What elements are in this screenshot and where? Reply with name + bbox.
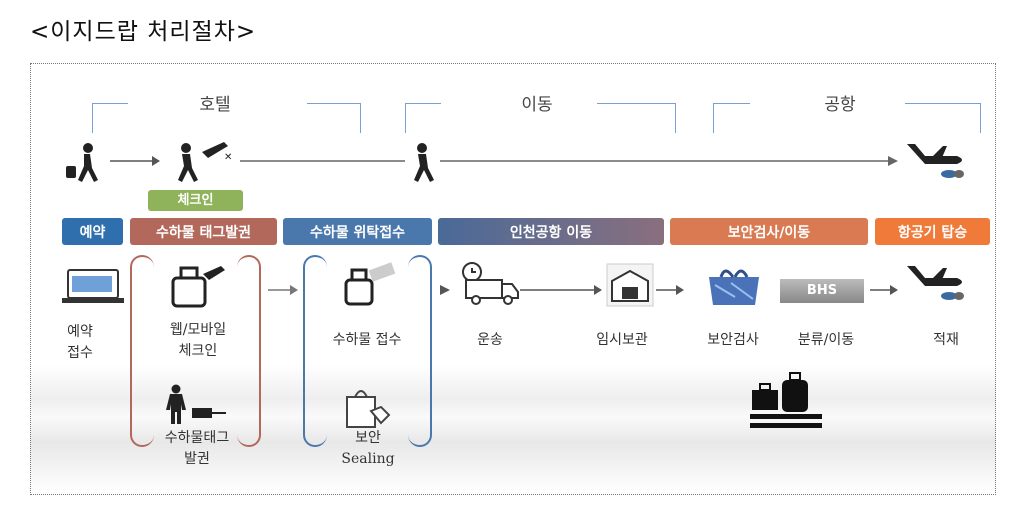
airplane-icon [907,144,964,178]
label-line: 발권 [184,451,210,467]
bracket-line [92,103,93,133]
label-line: 수하물태그 [164,430,230,446]
sealed-bag-icon [346,390,391,428]
label-loading: 적재 [933,332,959,348]
step-transfer-icn: 인천공항 이동 [438,218,664,245]
airplane-icon [907,266,964,300]
bracket-line [405,103,441,104]
security-scan-bag-icon [709,269,759,305]
step-tag-issue: 수하물 태그발권 [130,218,277,245]
step-reserve: 예약 [62,218,123,245]
storage-warehouse-icon [606,263,654,307]
arrow-icon [520,285,602,295]
bracket-line [713,103,714,133]
label-line: Sealing [341,451,395,467]
arrow-icon [440,285,450,295]
phase-hotel: 호텔 [199,95,231,115]
step-consign: 수하물 위탁접수 [283,218,432,245]
bracket-right [237,255,261,447]
delivery-truck-icon [462,262,519,305]
baggage-conveyor-icon [750,372,822,428]
luggage-plane-icon [171,266,225,308]
label-line: 체크인 [178,343,218,359]
label-sorting: 분류/이동 [797,332,855,348]
arrow-icon [870,285,898,295]
page-title: <이지드랍 처리절차> [30,19,257,45]
bracket-line [713,103,750,104]
label-screening: 보안검사 [707,332,759,348]
phase-airport: 공항 [824,95,856,115]
bracket-line [405,103,406,133]
label-sealing: 보안 Sealing [341,428,394,470]
person-tag-icon [166,384,226,424]
luggage-ticket-icon [344,262,396,306]
bracket-left [130,255,154,447]
flow-arrow [440,156,898,166]
label-receive: 수하물 접수 [332,332,402,348]
laptop-icon [62,269,124,303]
label-line: 보안 [355,430,381,446]
bracket-line [905,103,981,104]
label-line: 웹/모바일 [169,322,227,338]
arrow-icon [656,285,684,295]
arrow-icon [110,156,160,166]
bracket-right [408,255,432,447]
bracket-line [307,103,361,104]
bracket-line [675,103,676,133]
bracket-line [92,103,128,104]
bracket-line [360,103,361,133]
traveler-checkin-icon: ✕ [178,142,232,182]
step-security: 보안검사/이동 [670,218,868,245]
bracket-line [980,103,981,133]
label-line: 접수 [67,345,93,361]
flow-line [240,160,405,162]
label-transport: 운송 [477,332,503,348]
step-boarding: 항공기 탑승 [875,218,990,245]
traveler-icon [414,143,434,182]
label-line: 예약 [67,324,93,340]
checkin-badge: 체크인 [148,190,243,211]
bhs-label: BHS [780,279,864,303]
label-storage: 임시보관 [596,332,648,348]
arrow-icon [268,285,298,295]
bracket-left [303,255,327,447]
traveler-icon [66,143,98,182]
svg-text:✕: ✕ [224,152,232,163]
phase-transfer: 이동 [521,95,553,115]
bracket-line [597,103,675,104]
